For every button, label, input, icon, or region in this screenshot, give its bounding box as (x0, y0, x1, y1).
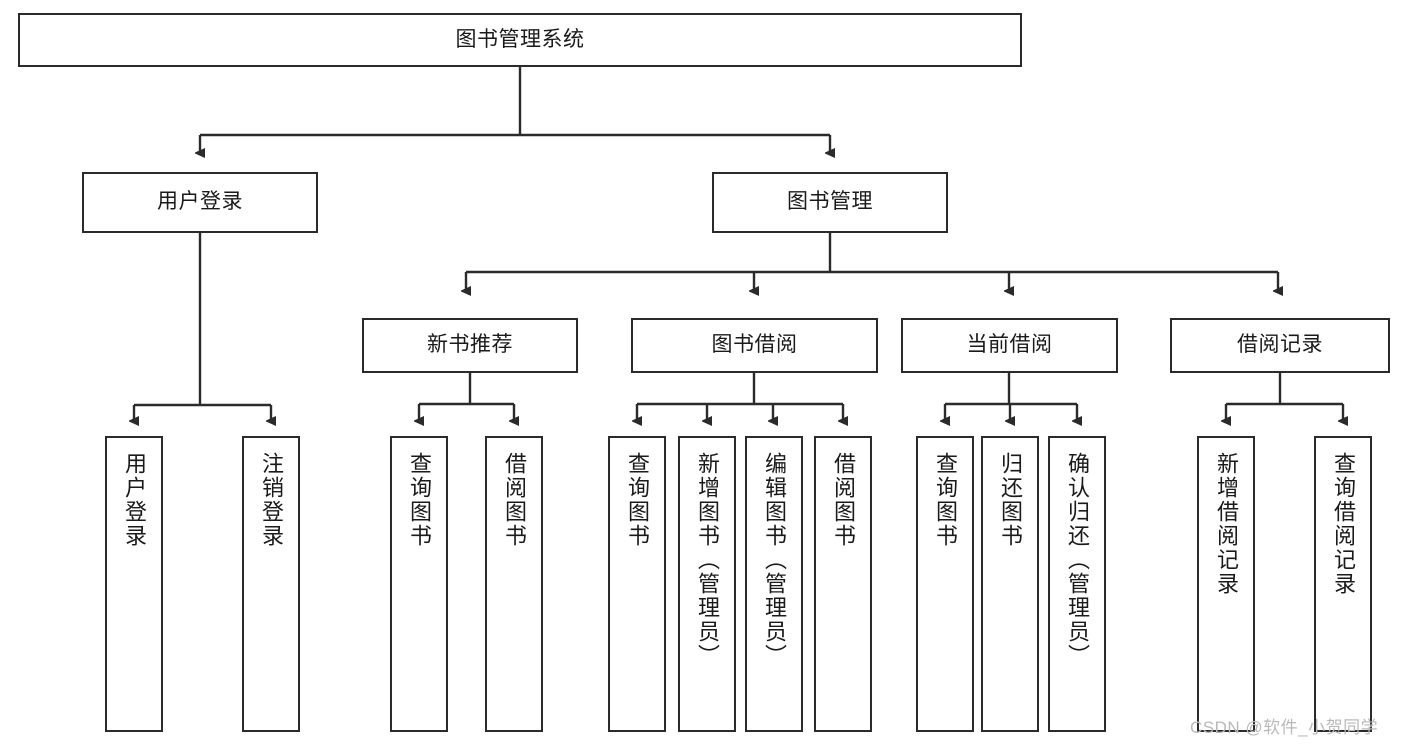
leaf-add-borrow-record[interactable]: 新增借阅记录 (1197, 436, 1255, 732)
node-label: 归还图书 (998, 452, 1023, 548)
node-current-borrowing[interactable]: 当前借阅 (901, 318, 1118, 373)
node-label: 查询图书 (933, 452, 958, 548)
node-label: 当前借阅 (966, 333, 1053, 357)
leaf-query-books-current[interactable]: 查询图书 (916, 436, 974, 732)
node-label: 查询图书 (407, 452, 432, 548)
node-label: 查询借阅记录 (1331, 452, 1356, 596)
node-label: 新增借阅记录 (1214, 452, 1239, 596)
leaf-query-books-recommend[interactable]: 查询图书 (390, 436, 448, 732)
leaf-query-borrow-record[interactable]: 查询借阅记录 (1314, 436, 1372, 732)
node-label: 用户登录 (157, 190, 243, 214)
node-label: 借阅记录 (1237, 333, 1323, 357)
node-label: 借阅图书 (831, 452, 856, 548)
node-user-login[interactable]: 用户登录 (82, 172, 318, 233)
csdn-watermark: CSDN @软件_小贺同学 (1190, 718, 1379, 737)
node-book-management[interactable]: 图书管理 (712, 172, 948, 233)
node-label: 新书推荐 (427, 333, 513, 357)
node-label: 图书管理系统 (455, 27, 585, 51)
leaf-edit-book-admin[interactable]: 编辑图书（管理员） (745, 436, 803, 732)
node-root-library-management-system[interactable]: 图书管理系统 (18, 13, 1022, 67)
leaf-logout[interactable]: 注销登录 (242, 436, 300, 732)
leaf-borrow-books-borrowing[interactable]: 借阅图书 (814, 436, 872, 732)
node-label: 注销登录 (259, 452, 284, 548)
leaf-add-book-admin[interactable]: 新增图书（管理员） (678, 436, 736, 732)
node-label: 新增图书（管理员） (695, 452, 720, 668)
node-label: 用户登录 (122, 452, 147, 548)
node-label: 查询图书 (625, 452, 650, 548)
node-label: 借阅图书 (502, 452, 527, 548)
node-label: 图书借阅 (711, 333, 798, 357)
leaf-confirm-return-admin[interactable]: 确认归还（管理员） (1048, 436, 1106, 732)
node-new-book-recommendation[interactable]: 新书推荐 (362, 318, 578, 373)
node-borrowing-records[interactable]: 借阅记录 (1170, 318, 1390, 373)
leaf-return-books[interactable]: 归还图书 (981, 436, 1039, 732)
leaf-borrow-books-recommend[interactable]: 借阅图书 (485, 436, 543, 732)
leaf-user-login[interactable]: 用户登录 (105, 436, 163, 732)
node-label: 编辑图书（管理员） (762, 452, 787, 668)
node-book-borrowing[interactable]: 图书借阅 (631, 318, 878, 373)
node-label: 图书管理 (787, 190, 873, 214)
leaf-query-books-borrowing[interactable]: 查询图书 (608, 436, 666, 732)
node-label: 确认归还（管理员） (1065, 452, 1090, 668)
